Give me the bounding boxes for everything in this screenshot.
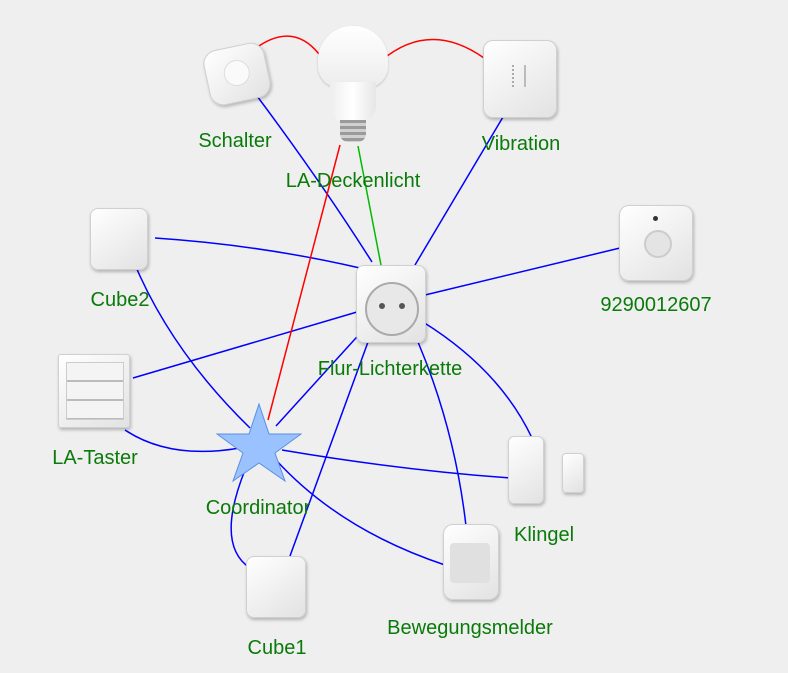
node-label-klingel: Klingel bbox=[513, 524, 575, 546]
node-label-cube2: Cube2 bbox=[90, 289, 150, 311]
link-taster-flur bbox=[132, 311, 358, 379]
smart-plug-icon[interactable] bbox=[356, 265, 426, 343]
light-bulb-icon[interactable] bbox=[318, 26, 388, 148]
link-schalter-flur bbox=[253, 91, 373, 263]
node-label-bewegung: Bewegungsmelder bbox=[387, 617, 553, 639]
door-magnet-icon bbox=[562, 453, 584, 493]
link-cube2-coordinator bbox=[132, 259, 251, 429]
link-hue_motion-flur bbox=[424, 247, 621, 296]
link-taster-coordinator bbox=[124, 429, 241, 453]
link-flur-klingel bbox=[422, 321, 533, 439]
node-label-flur: Flur-Lichterkette bbox=[317, 358, 463, 380]
star-icon[interactable] bbox=[216, 402, 302, 482]
link-coordinator-bewegung bbox=[275, 459, 446, 566]
wall-switch-icon[interactable] bbox=[58, 354, 130, 428]
link-coordinator-bulb bbox=[267, 144, 341, 421]
door-sensor-icon[interactable] bbox=[508, 436, 544, 504]
link-bulb-flur bbox=[357, 145, 382, 266]
motion-sensor-icon[interactable] bbox=[443, 524, 499, 600]
node-label-bulb: LA-Deckenlicht bbox=[285, 170, 421, 192]
link-cube1-flur bbox=[289, 341, 369, 557]
node-label-hue_motion: 9290012607 bbox=[600, 294, 712, 316]
link-coordinator-klingel bbox=[281, 449, 511, 479]
link-schalter-bulb bbox=[255, 35, 323, 59]
vibration-sensor-icon[interactable] bbox=[483, 40, 557, 118]
cube-icon[interactable] bbox=[90, 208, 148, 270]
motion-sensor-icon[interactable] bbox=[619, 205, 693, 281]
cube-icon[interactable] bbox=[246, 556, 306, 618]
node-label-coordinator: Coordinator bbox=[205, 497, 311, 519]
link-vibration-flur bbox=[414, 116, 504, 266]
link-coordinator-flur bbox=[275, 327, 366, 427]
link-bulb-vibration bbox=[381, 38, 485, 61]
node-label-cube1: Cube1 bbox=[247, 637, 307, 659]
link-coordinator-cube1 bbox=[230, 469, 251, 569]
node-label-taster: LA-Taster bbox=[52, 447, 138, 469]
node-label-schalter: Schalter bbox=[198, 130, 272, 152]
link-cube2-flur bbox=[154, 237, 361, 269]
node-label-vibration: Vibration bbox=[481, 133, 561, 155]
link-flur-bewegung bbox=[417, 341, 467, 527]
